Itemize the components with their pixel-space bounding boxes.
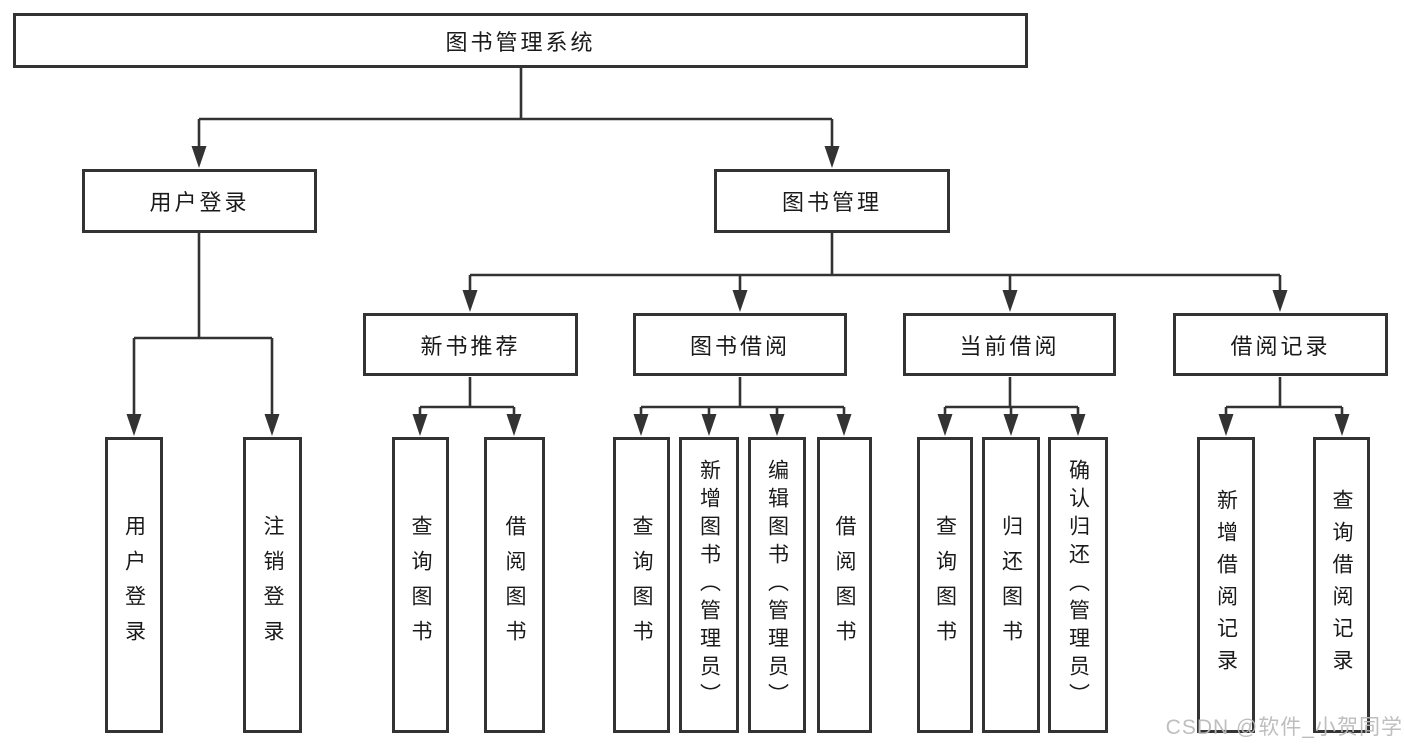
rail-new-book-recommend-children [420,377,514,409]
node-user-login-label: 用户登录 [149,190,250,215]
leaf-add-borrow-record: 新增借阅记录 [1197,437,1255,733]
rail-borrowing-records-children [1226,377,1342,409]
rail-book-borrowing-children [641,377,844,409]
leaf-borrow-books-recommend: 借阅图书 [484,437,545,733]
leaf-borrow-books-borrowing: 借阅图书 [817,437,872,733]
rail-root-to-level2 [199,68,832,121]
leaf-query-books-borrowing-label: 查询图书 [630,515,653,655]
node-user-login: 用户登录 [82,169,317,233]
leaf-return-books: 归还图书 [982,437,1040,733]
node-book-borrowing-label: 图书借阅 [689,333,790,359]
connector-rails [134,68,1342,409]
leaf-confirm-return-admin-label: 确认归还（管理员） [1066,459,1090,711]
leaf-borrow-books-borrowing-label: 借阅图书 [833,515,856,655]
leaf-add-book-admin: 新增图书（管理员） [679,437,739,733]
node-borrowing-records-label: 借阅记录 [1230,333,1331,359]
leaf-query-books-borrowing: 查询图书 [613,437,670,733]
watermark: CSDN @软件_小贺同学 [1165,716,1403,739]
node-new-book-recommend-label: 新书推荐 [420,333,521,359]
node-new-book-recommend: 新书推荐 [363,313,578,376]
leaf-query-books-current: 查询图书 [917,437,973,733]
leaf-query-books-recommend: 查询图书 [392,437,449,733]
leaf-user-login: 用户登录 [105,437,163,733]
node-borrowing-records: 借阅记录 [1173,313,1388,376]
node-book-management-label: 图书管理 [781,190,882,215]
node-book-borrowing: 图书借阅 [633,313,847,376]
rail-user-login-children [134,233,272,340]
node-root: 图书管理系统 [13,13,1028,68]
leaf-add-borrow-record-label: 新增借阅记录 [1214,489,1238,681]
leaf-user-login-label: 用户登录 [122,515,146,655]
leaf-query-borrow-record-label: 查询借阅记录 [1330,489,1353,681]
leaf-borrow-books-recommend-label: 借阅图书 [503,515,526,655]
leaf-return-books-label: 归还图书 [999,515,1023,655]
leaf-logout-label: 注销登录 [261,515,284,655]
node-root-label: 图书管理系统 [445,29,596,55]
leaf-query-borrow-record: 查询借阅记录 [1313,437,1370,733]
rail-book-management-children [470,233,1280,277]
leaf-confirm-return-admin: 确认归还（管理员） [1048,437,1108,733]
rail-current-borrowing-children [945,377,1078,409]
node-current-borrowing-label: 当前借阅 [959,333,1060,359]
node-current-borrowing: 当前借阅 [903,313,1116,376]
arrowheads [126,119,1350,436]
leaf-edit-book-admin-label: 编辑图书（管理员） [765,459,789,711]
leaf-logout: 注销登录 [243,437,302,733]
leaf-query-books-current-label: 查询图书 [933,515,957,655]
leaf-edit-book-admin: 编辑图书（管理员） [748,437,806,733]
node-book-management: 图书管理 [714,169,950,233]
leaf-query-books-recommend-label: 查询图书 [409,515,432,655]
leaf-add-book-admin-label: 新增图书（管理员） [697,459,721,711]
